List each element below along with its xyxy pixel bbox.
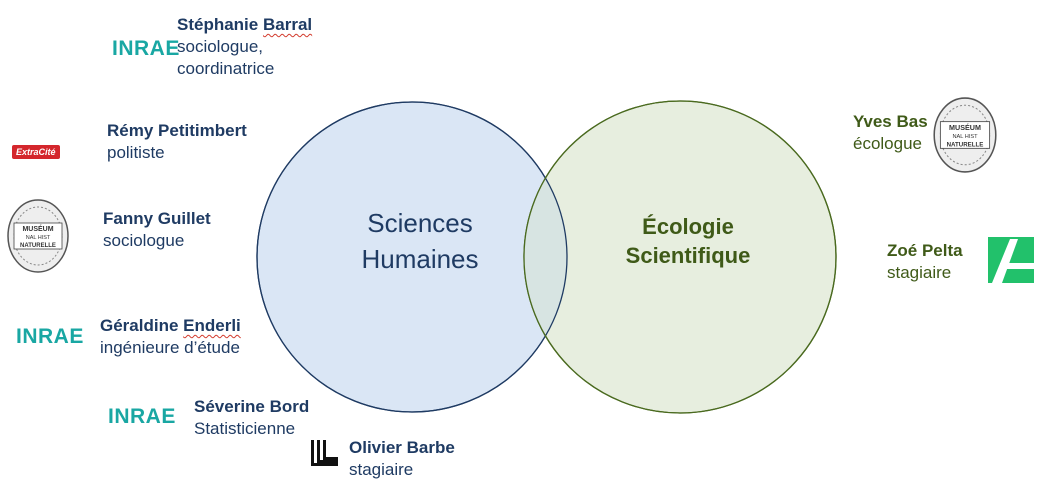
person-pelta: Zoé Pelta stagiaire bbox=[887, 240, 963, 284]
person-last-name: Guillet bbox=[157, 209, 211, 228]
person-last-name: Bas bbox=[896, 112, 928, 131]
person-role: stagiaire bbox=[887, 263, 952, 282]
left-circle-line2: Humaines bbox=[361, 244, 478, 274]
person-role: ingénieure d’étude bbox=[100, 338, 240, 357]
person-last-name: Pelta bbox=[921, 241, 963, 260]
inrae-logo-barral: INRAE bbox=[112, 37, 180, 61]
museum-line1: MUSÉUM bbox=[22, 224, 53, 233]
person-first-name: Yves bbox=[853, 112, 892, 131]
museum-line1: MUSÉUM bbox=[949, 123, 981, 132]
left-circle-line1: Sciences bbox=[367, 208, 473, 238]
inrae-logo-enderli: INRAE bbox=[16, 325, 84, 349]
person-barral: Stéphanie Barral sociologue, coordinatri… bbox=[177, 14, 312, 80]
person-last-name: Petitimbert bbox=[158, 121, 247, 140]
person-first-name: Zoé bbox=[887, 241, 918, 260]
person-last-name: Barbe bbox=[406, 438, 455, 457]
right-circle-line1: Écologie bbox=[642, 214, 734, 239]
person-first-name: Fanny bbox=[103, 209, 154, 228]
person-role: stagiaire bbox=[349, 460, 414, 479]
person-last-name: Barral bbox=[262, 15, 313, 34]
right-circle-line2: Scientifique bbox=[626, 243, 751, 268]
person-last-name: Enderli bbox=[183, 316, 241, 335]
person-role-line2: coordinatrice bbox=[177, 59, 275, 78]
museum-seal-bas: MUSÉUM NAL HIST NATURELLE bbox=[933, 97, 997, 173]
extracite-logo: ExtraCité bbox=[12, 142, 60, 160]
person-role: écologue bbox=[853, 134, 923, 153]
person-first-name: Olivier bbox=[349, 438, 402, 457]
extracite-logo-text: ExtraCité bbox=[12, 145, 60, 159]
museum-line3: NATURELLE bbox=[947, 141, 984, 148]
inrae-logo-text: INRAE bbox=[108, 405, 176, 428]
person-first-name: Séverine bbox=[194, 397, 265, 416]
green-a-logo bbox=[988, 237, 1034, 283]
person-petitimbert: Rémy Petitimbert politiste bbox=[107, 120, 247, 164]
person-bord: Séverine Bord Statisticienne bbox=[194, 396, 309, 440]
inrae-logo-text: INRAE bbox=[16, 325, 84, 348]
museum-line2: NAL HIST bbox=[952, 134, 978, 140]
person-first-name: Géraldine bbox=[100, 316, 179, 335]
inrae-logo-text: INRAE bbox=[112, 37, 180, 60]
person-bas: Yves Bas écologue bbox=[853, 111, 928, 155]
person-guillet: Fanny Guillet sociologue bbox=[103, 208, 211, 252]
person-role: Statisticienne bbox=[194, 419, 296, 438]
person-barbe: Olivier Barbe stagiaire bbox=[349, 437, 455, 481]
person-first-name: Rémy bbox=[107, 121, 154, 140]
ll-logo bbox=[311, 440, 338, 466]
person-last-name: Bord bbox=[269, 397, 310, 416]
museum-line3: NATURELLE bbox=[20, 243, 56, 249]
person-role: politiste bbox=[107, 143, 165, 162]
inrae-logo-bord: INRAE bbox=[108, 405, 176, 429]
museum-seal-guillet: MUSÉUM NAL HIST NATURELLE bbox=[7, 199, 69, 273]
person-first-name: Stéphanie bbox=[177, 15, 259, 34]
person-enderli: Géraldine Enderli ingénieure d’étude bbox=[100, 315, 241, 359]
museum-line2: NAL HIST bbox=[26, 235, 51, 241]
person-role: sociologue bbox=[103, 231, 185, 250]
person-role: sociologue, bbox=[177, 37, 264, 56]
